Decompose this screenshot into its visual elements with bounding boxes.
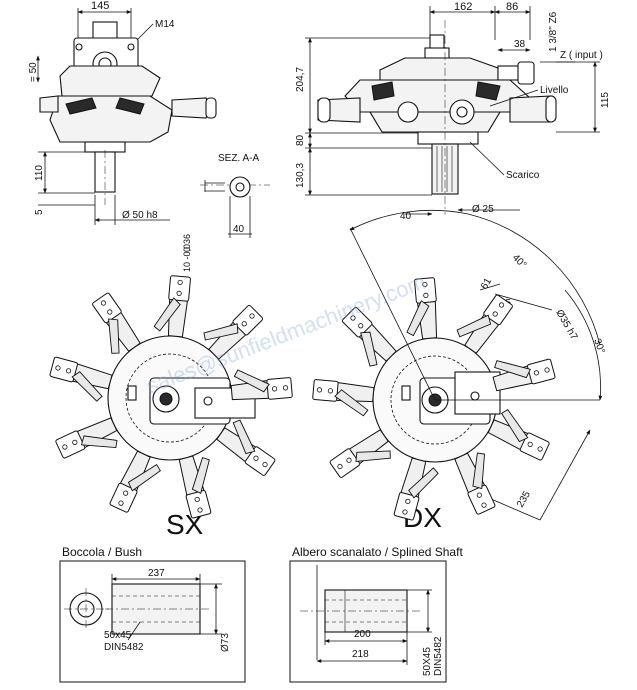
front-view: 145 M14 = 50 110 5 Ø 50 h8: [28, 0, 217, 225]
dim-38-label: 38: [514, 39, 526, 50]
shaft-panel: Albero scanalato / Splined Shaft 200 218…: [289, 545, 463, 683]
blade-holder: [229, 364, 293, 404]
blade-holder: [488, 346, 556, 395]
shaft-title: Albero scanalato / Splined Shaft: [292, 545, 463, 559]
bush-length: 237: [148, 568, 165, 579]
bush-panel: Boccola / Bush 237 Ø73 50x45 DIN5482: [59, 545, 246, 683]
rotor-sx: SX: [107, 335, 256, 540]
angle-40-label: 40°: [510, 252, 528, 270]
dim-130-label: 130,3: [295, 163, 306, 188]
bush-diameter: Ø73: [220, 633, 231, 652]
dim-5-label: 5: [34, 209, 45, 215]
dim-40-side-label: 40: [400, 211, 412, 222]
blade-holder: [451, 446, 507, 516]
dim-162-label: 162: [454, 1, 472, 13]
dim-110-label: 110: [34, 165, 45, 181]
dim-115-label: 115: [600, 92, 611, 108]
input-label: Z ( input ): [560, 50, 603, 61]
section-dim-40: 40: [233, 224, 245, 235]
bush-title: Boccola / Bush: [62, 545, 142, 559]
dim-86-label: 86: [506, 1, 518, 13]
blade-holder: [108, 449, 165, 519]
scarico-label: Scarico: [506, 170, 540, 181]
dim-50-label: = 50: [28, 62, 39, 82]
section-tol-zero: 0: [182, 247, 192, 252]
shaft-spline: 50X45: [422, 647, 433, 676]
dim-80-label: 80: [295, 134, 306, 146]
shaft-dia-label: Ø 50 h8: [122, 210, 158, 221]
blade-holder: [54, 414, 124, 470]
blade-holder: [152, 274, 192, 338]
m14-label: M14: [155, 19, 175, 30]
livello-label: Livello: [540, 85, 569, 96]
section-tolerance: 10 -0,036: [182, 234, 192, 272]
thread-label: 1 3/8" Z6: [548, 11, 559, 52]
dim-61-label: 61: [479, 276, 494, 292]
blade-holder: [45, 356, 114, 404]
dim-235-label: 235: [515, 489, 533, 509]
side-view: 162 86 38 1 3/8" Z6 Z ( input ): [295, 1, 611, 222]
section-aa: SEZ. A-A 40 10 -0,036 0: [182, 153, 270, 272]
bush-spline: 50x45: [104, 630, 132, 641]
shaft-length-218: 218: [352, 649, 369, 660]
angle-30-label: 30°: [591, 337, 607, 355]
dim-145-label: 145: [91, 0, 109, 12]
shaft-standard: DIN5482: [433, 636, 444, 676]
shaft-dia-side-label: Ø 25: [472, 204, 494, 215]
section-title: SEZ. A-A: [218, 153, 259, 164]
blade-holder: [311, 378, 375, 418]
dim-204-label: 204,7: [295, 67, 306, 92]
shaft-length-200: 200: [354, 629, 371, 640]
dim-35-label: Ø35 h7: [553, 308, 579, 342]
bush-standard: DIN5482: [104, 642, 144, 653]
